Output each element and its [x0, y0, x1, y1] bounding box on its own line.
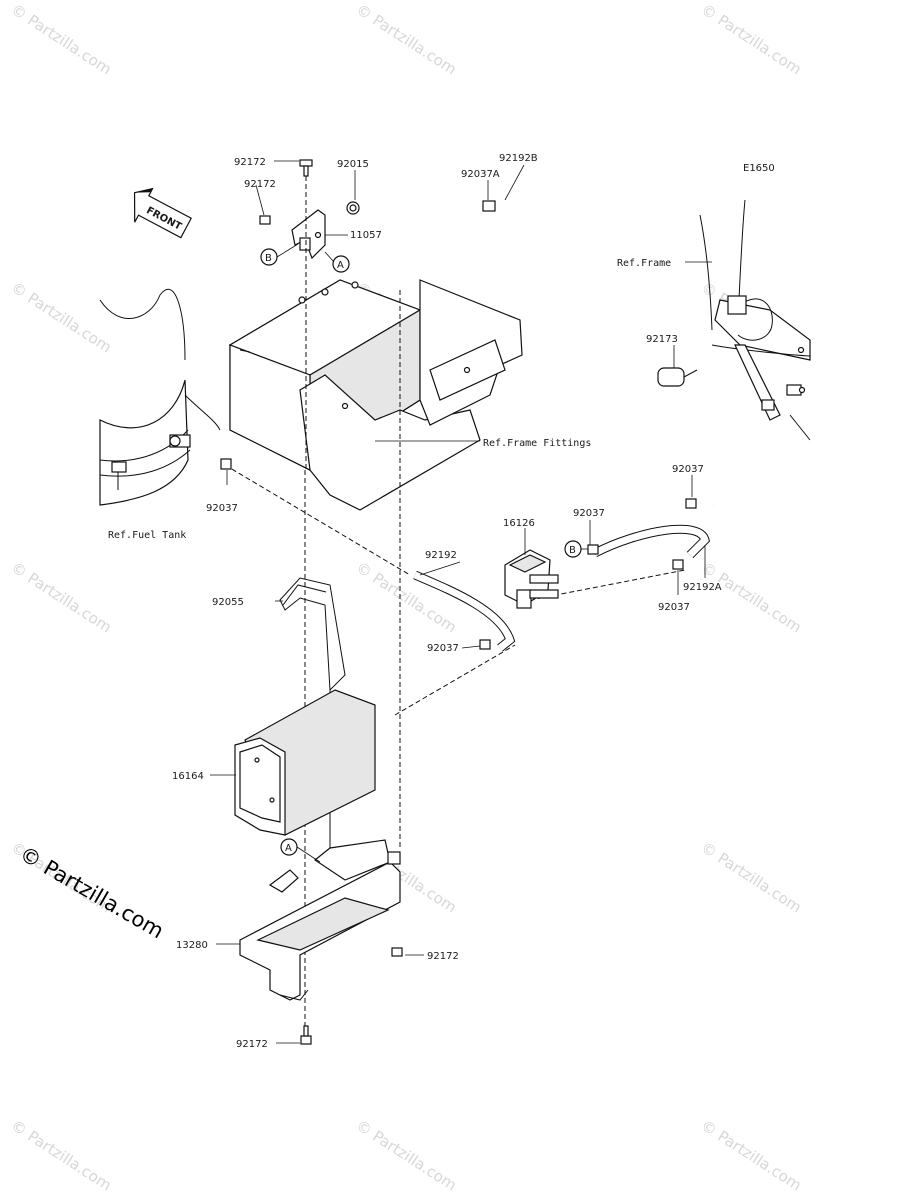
watermark: © Partzilla.com — [353, 558, 460, 636]
leader-lines — [210, 160, 712, 1044]
callout-b-valve: B — [564, 540, 582, 558]
canister-16164 — [234, 689, 376, 836]
copyright-text: © Partzilla.com — [16, 842, 168, 944]
label-92037-left: 92037 — [206, 503, 238, 514]
watermark-layer: © Partzilla.com © Partzilla.com © Partzi… — [8, 0, 805, 1194]
label-92172-b: 92172 — [244, 179, 276, 190]
label-92015: 92015 — [337, 159, 369, 170]
svg-text:B: B — [569, 545, 576, 556]
watermark: © Partzilla.com — [8, 278, 115, 356]
band-92055 — [279, 577, 346, 692]
label-92192: 92192 — [425, 550, 457, 561]
label-92192a: 92192A — [683, 582, 722, 593]
watermark: © Partzilla.com — [353, 0, 460, 78]
label-16164: 16164 — [172, 771, 204, 782]
part-labels: 92172 92015 92172 11057 92037A 92192B Re… — [108, 153, 722, 1050]
bracket-11057 — [259, 159, 360, 260]
label-92037-right: 92037 — [672, 464, 704, 475]
watermark: © Partzilla.com — [353, 1116, 460, 1194]
watermark: © Partzilla.com — [8, 0, 115, 78]
label-ref-frame-fittings: Ref.Frame Fittings — [483, 438, 591, 449]
clamp-92037-left — [220, 458, 232, 470]
watermark: © Partzilla.com — [698, 1116, 805, 1194]
label-92192b: 92192B — [499, 153, 538, 164]
upper-box-frame-fittings — [228, 279, 523, 511]
callout-a-top: A — [332, 255, 350, 273]
svg-text:A: A — [337, 260, 344, 271]
watermark: © Partzilla.com — [8, 558, 115, 636]
label-92172-bottom: 92172 — [236, 1039, 268, 1050]
diagram-code: E1650 — [743, 163, 775, 174]
hose-92192a — [587, 498, 710, 570]
label-92172-right: 92172 — [427, 951, 459, 962]
front-arrow: FRONT — [133, 187, 192, 239]
bolt-group — [300, 947, 403, 1045]
label-92173: 92173 — [646, 334, 678, 345]
watermark: © Partzilla.com — [698, 0, 805, 78]
svg-text:B: B — [265, 253, 272, 264]
label-92037-mid: 92037 — [573, 508, 605, 519]
label-92055: 92055 — [212, 597, 244, 608]
hose-92192 — [413, 570, 516, 652]
label-ref-fuel-tank: Ref.Fuel Tank — [108, 530, 186, 541]
label-16126: 16126 — [503, 518, 535, 529]
label-92037a: 92037A — [461, 169, 500, 180]
watermark: © Partzilla.com — [698, 558, 805, 636]
label-ref-frame: Ref.Frame — [617, 258, 671, 269]
label-13280: 13280 — [176, 940, 208, 951]
valve-16126 — [504, 549, 559, 609]
watermark: © Partzilla.com — [8, 1116, 115, 1194]
fuel-tank-illustration — [99, 288, 221, 506]
frame-illustration — [699, 199, 811, 441]
label-92037-hose: 92037 — [427, 643, 459, 654]
bolt-92173 — [657, 367, 698, 387]
svg-text:A: A — [285, 843, 292, 854]
label-11057: 11057 — [350, 230, 382, 241]
watermark: © Partzilla.com — [698, 838, 805, 916]
callout-a-tray: A — [280, 838, 298, 856]
callout-b-top: B — [260, 248, 278, 266]
tray-13280 — [239, 839, 401, 1001]
hose-92192b — [482, 200, 755, 508]
label-92037-lower: 92037 — [658, 602, 690, 613]
label-92172-top: 92172 — [234, 157, 266, 168]
